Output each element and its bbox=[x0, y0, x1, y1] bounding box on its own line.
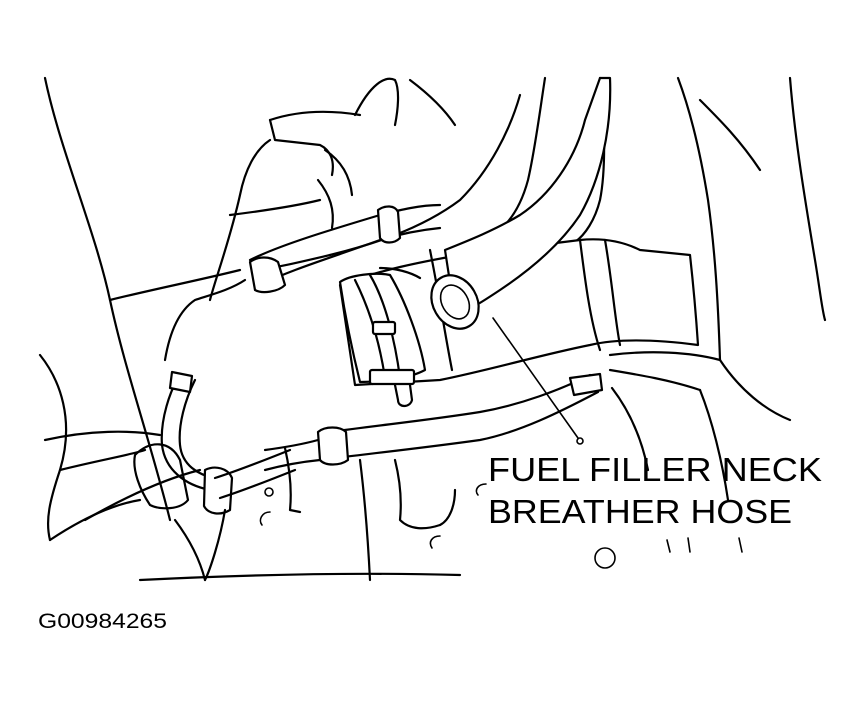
vent-line-lower bbox=[263, 372, 604, 472]
callout-label-line1: FUEL FILLER NECK bbox=[488, 451, 822, 488]
left-bent-pipe bbox=[133, 370, 302, 582]
floor-panel bbox=[138, 458, 616, 582]
body-panel-right bbox=[608, 76, 827, 553]
breather-hose bbox=[430, 76, 612, 330]
figure-id: G00984265 bbox=[38, 610, 167, 633]
filler-pipe-body bbox=[338, 238, 700, 387]
vent-line-upper bbox=[163, 203, 442, 362]
hose-clamp bbox=[338, 266, 427, 408]
upper-frame-panel bbox=[208, 77, 457, 302]
body-panel-left bbox=[38, 76, 242, 542]
callout-leader bbox=[492, 317, 584, 445]
callout-label-line2: BREATHER HOSE bbox=[488, 493, 792, 530]
